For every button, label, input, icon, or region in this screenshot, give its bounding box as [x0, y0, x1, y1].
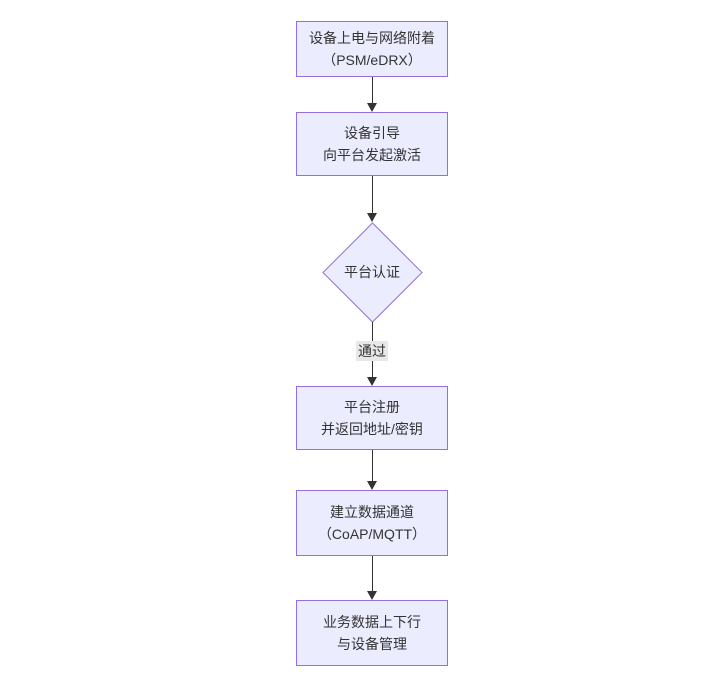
node-platform-auth-label: 平台认证: [344, 264, 400, 280]
edge-arrow: [366, 450, 378, 490]
edge-arrow: [366, 77, 378, 112]
node-text-line: 并返回地址/密钥: [321, 421, 423, 437]
node-text-line: 设备引导: [344, 125, 400, 141]
edge-line: [371, 450, 373, 481]
arrowhead-down-icon: [367, 213, 377, 222]
edge-arrow: [366, 556, 378, 600]
edge-arrow: [366, 176, 378, 222]
node-text-line: 与设备管理: [337, 636, 407, 652]
edge-line: [371, 556, 373, 591]
node-text-line: 建立数据通道: [330, 504, 414, 520]
node-text-line: 向平台发起激活: [323, 147, 421, 163]
node-text-line: 设备上电与网络附着: [309, 30, 435, 46]
node-device-bootstrap: 设备引导 向平台发起激活: [296, 112, 448, 176]
node-platform-registration: 平台注册 并返回地址/密钥: [296, 386, 448, 450]
node-text-line: 平台注册: [344, 399, 400, 415]
node-data-channel: 建立数据通道 （CoAP/MQTT）: [296, 490, 448, 556]
arrowhead-down-icon: [367, 591, 377, 600]
edge-line: [371, 77, 373, 103]
node-power-on-network-attach: 设备上电与网络附着 （PSM/eDRX）: [296, 21, 448, 77]
node-text-line: （CoAP/MQTT）: [317, 526, 427, 542]
edge-label-pass: 通过: [356, 341, 388, 361]
node-business-data-management: 业务数据上下行 与设备管理: [296, 600, 448, 666]
edge-line: [371, 176, 373, 213]
arrowhead-down-icon: [367, 481, 377, 490]
arrowhead-down-icon: [367, 103, 377, 112]
node-text-line: （PSM/eDRX）: [322, 52, 422, 68]
arrowhead-down-icon: [367, 377, 377, 386]
node-text-line: 业务数据上下行: [323, 614, 421, 630]
